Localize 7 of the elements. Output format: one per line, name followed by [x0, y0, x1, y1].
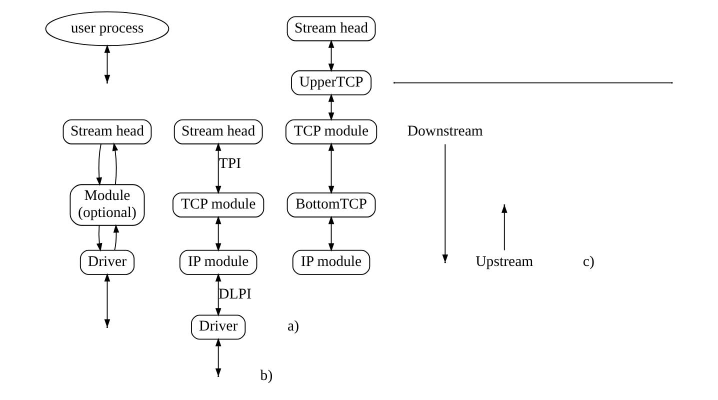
label: c) [582, 254, 594, 270]
label: Upstream [476, 254, 534, 270]
label: b) [260, 368, 273, 384]
label: a) [288, 318, 300, 335]
edge-label: TPI [218, 156, 242, 172]
edge-label: DLPI [218, 286, 252, 302]
label: Downstream [407, 123, 483, 140]
